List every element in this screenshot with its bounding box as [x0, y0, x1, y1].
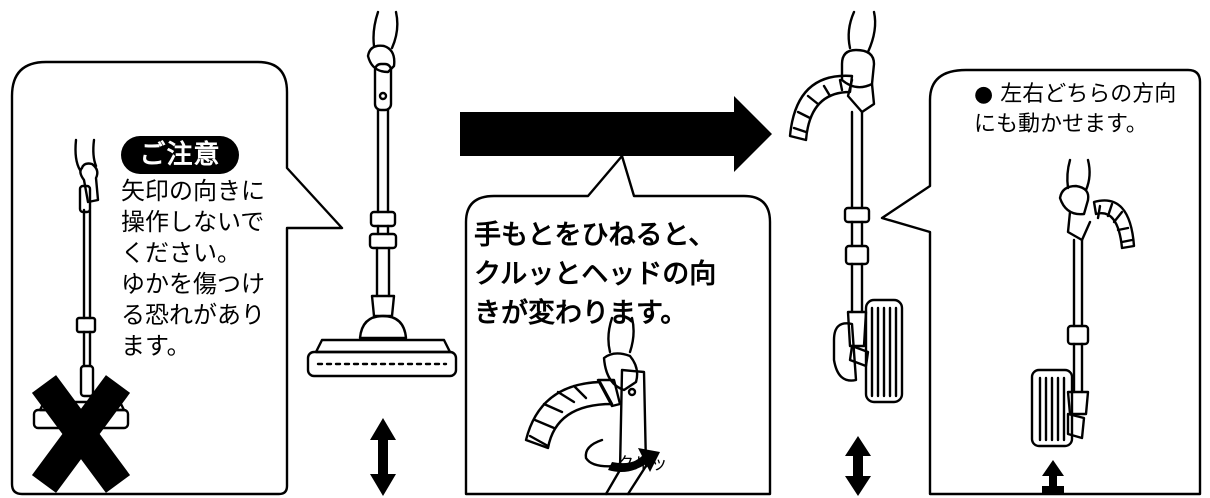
vacuum-head-turned-illustration: [788, 10, 904, 404]
caution-badge: ご注意: [121, 136, 239, 174]
transition-arrow: [460, 96, 772, 172]
caution-text: 矢印の向きに 操作しないで ください。 ゆかを傷つけ る恐れがあり ます。: [121, 177, 265, 360]
direction-note-text: ● 左右どちらの方向 にも動かせます。: [974, 82, 1177, 137]
twist-instruction-text: 手もとをひねると、 クルッとヘッドの向 きが変わります。: [474, 220, 717, 329]
vacuum-sideways-illustration: [1030, 158, 1136, 448]
rotate-label: クルッ: [617, 454, 668, 474]
caution-callout-box: [10, 60, 344, 496]
twist-callout-box: [464, 154, 772, 496]
prohibited-x-mark: [31, 375, 131, 493]
forward-back-arrow-3: [1042, 460, 1064, 494]
forward-back-arrow-2: [845, 436, 871, 496]
rotate-arrow-icon: [608, 448, 660, 472]
forward-back-arrow-1: [370, 418, 396, 496]
vacuum-upright-illustration: [306, 10, 458, 378]
direction-callout-box: [880, 68, 1202, 496]
